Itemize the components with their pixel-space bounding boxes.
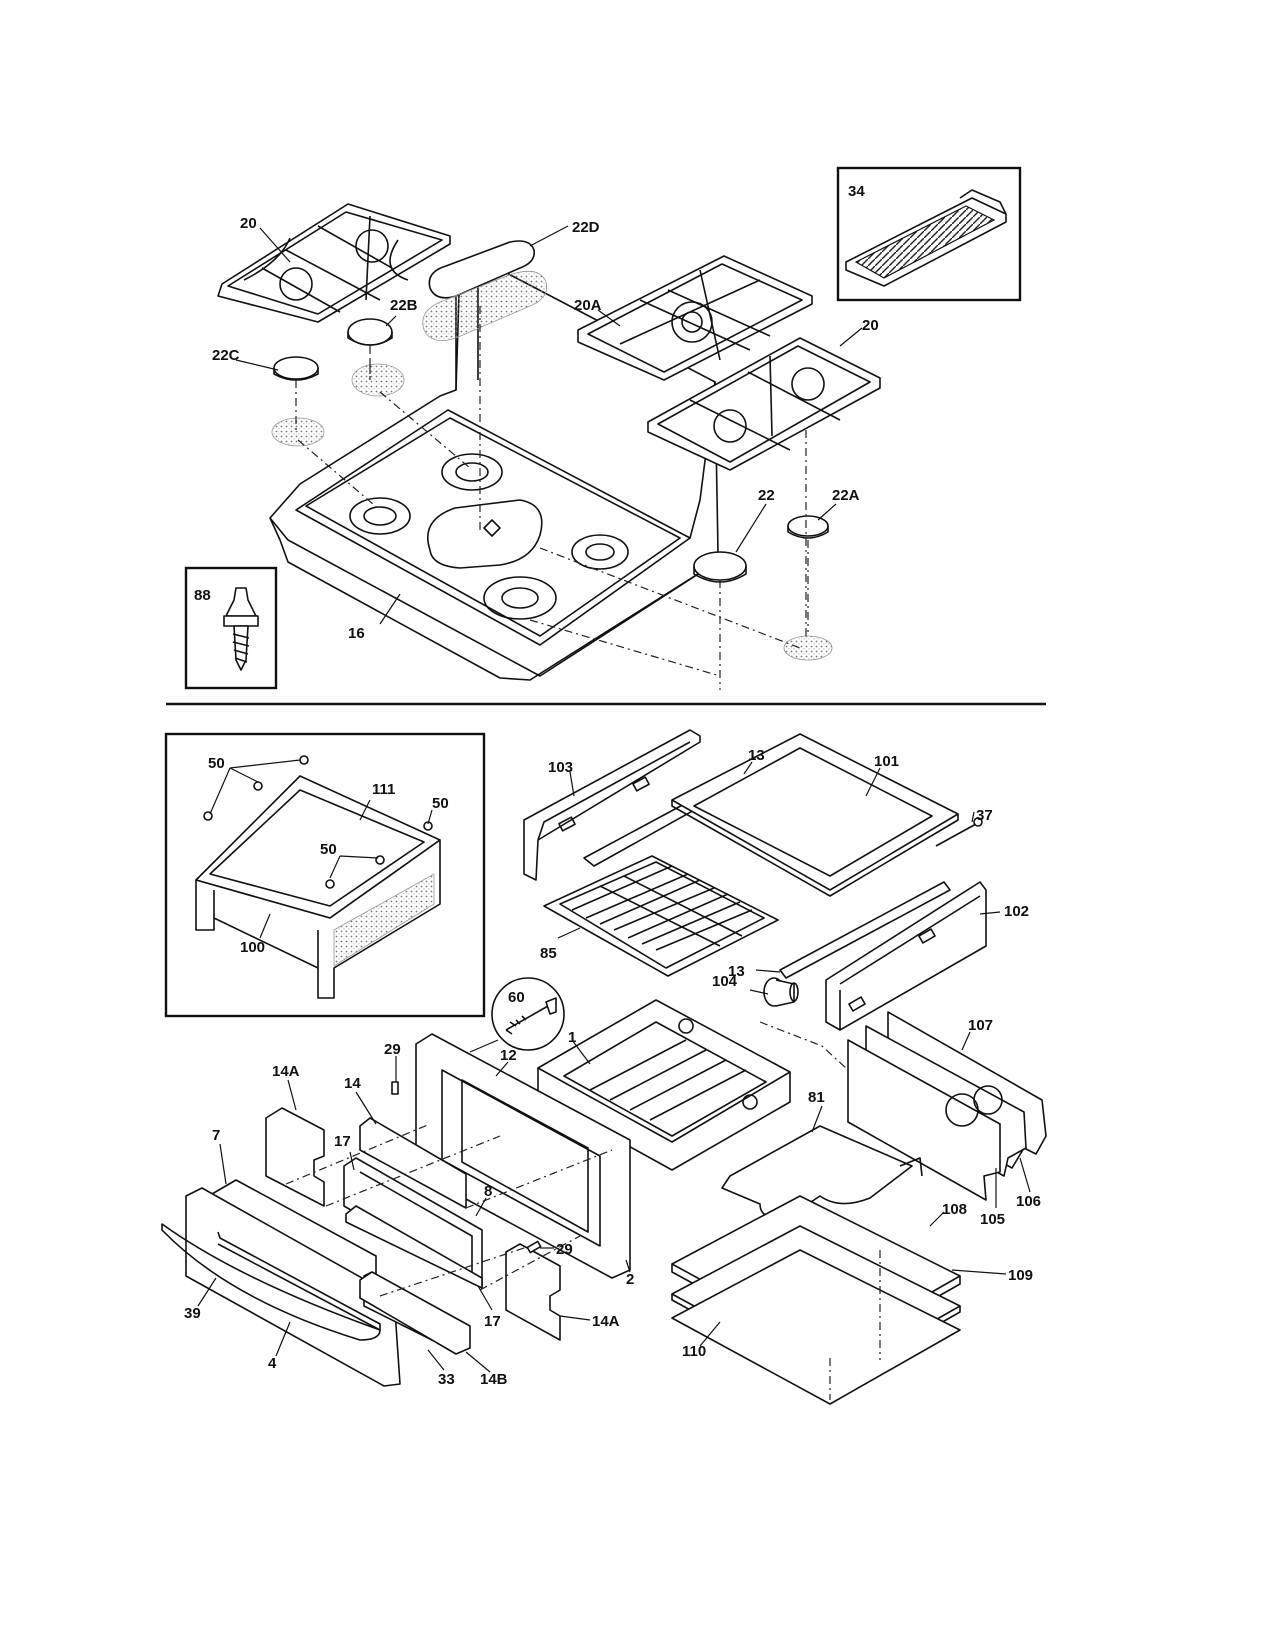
oven-rack-85 <box>543 855 779 977</box>
door-glass-8 <box>345 1205 483 1289</box>
label-20A: 20A <box>574 297 602 314</box>
label-22: 22 <box>758 487 775 504</box>
label-85: 85 <box>540 945 557 962</box>
screw-callout-60 <box>469 977 565 1053</box>
knob-104 <box>763 977 799 1007</box>
label-14A-upper: 14A <box>272 1063 300 1080</box>
label-50-right: 50 <box>432 795 449 812</box>
label-4: 4 <box>268 1355 277 1372</box>
screw-29-upper <box>391 1081 399 1095</box>
side-panel-103 <box>523 729 701 881</box>
label-1: 1 <box>568 1029 576 1046</box>
label-88: 88 <box>194 587 211 604</box>
grate-20A <box>577 255 813 381</box>
label-16: 16 <box>348 625 365 642</box>
label-17-lower: 17 <box>484 1313 501 1330</box>
label-22B: 22B <box>390 297 418 314</box>
label-110: 110 <box>682 1343 706 1360</box>
label-103: 103 <box>548 759 573 776</box>
door-insulation-14A-lower <box>505 1243 561 1341</box>
label-14A-lower: 14A <box>592 1313 620 1330</box>
label-104: 104 <box>712 973 738 990</box>
griddle-inset-34 <box>836 166 1022 302</box>
bake-element-81 <box>721 1125 923 1219</box>
burner-cap-22D <box>422 240 548 342</box>
label-60: 60 <box>508 989 525 1006</box>
label-22C: 22C <box>212 347 240 364</box>
label-8: 8 <box>484 1183 492 1200</box>
bottom-dash-lines <box>285 1021 881 1400</box>
burner-cap-22C <box>271 356 325 447</box>
label-7: 7 <box>212 1127 220 1144</box>
inset-warming-drawer-100 <box>164 732 486 1018</box>
label-102: 102 <box>1004 903 1029 920</box>
label-13-lower: 13 <box>728 963 745 980</box>
label-101: 101 <box>874 753 899 770</box>
label-33: 33 <box>438 1371 455 1388</box>
screw-inset-88 <box>184 566 278 690</box>
label-107: 107 <box>968 1017 993 1034</box>
label-108: 108 <box>942 1201 967 1218</box>
label-17-upper: 17 <box>334 1133 351 1150</box>
burner-cap-22B <box>347 318 405 397</box>
label-106: 106 <box>1016 1193 1041 1210</box>
label-22A: 22A <box>832 487 860 504</box>
door-insulation-14 <box>359 1117 467 1209</box>
oven-bottom-101 <box>671 733 959 897</box>
burner-cap-22 <box>693 551 747 583</box>
door-insulation-14A-upper <box>265 1107 325 1207</box>
label-50-top: 50 <box>208 755 225 772</box>
label-81: 81 <box>808 1089 825 1106</box>
label-111: 111 <box>372 781 395 798</box>
label-2: 2 <box>626 1271 634 1288</box>
label-37: 37 <box>976 807 993 824</box>
rack-slide-13-lower <box>779 881 951 979</box>
probe-37 <box>935 817 983 847</box>
label-29-lower: 29 <box>556 1241 573 1258</box>
label-14B: 14B <box>480 1371 508 1388</box>
label-34: 34 <box>848 183 865 200</box>
burner-cap-22A <box>783 515 833 661</box>
label-39: 39 <box>184 1305 201 1322</box>
label-109: 109 <box>1008 1267 1033 1284</box>
top-dash-lines <box>295 306 809 690</box>
label-12: 12 <box>500 1047 517 1064</box>
label-105: 105 <box>980 1211 1005 1228</box>
door-outer-4 <box>161 1187 401 1387</box>
label-50-center: 50 <box>320 841 337 858</box>
leader-lines <box>197 225 1031 1373</box>
door-liner-2 <box>415 1033 631 1279</box>
grate-20-right <box>647 337 881 471</box>
back-panels-105-107 <box>847 1011 1047 1201</box>
side-panel-102 <box>825 881 987 1031</box>
plates-108-110 <box>671 1195 961 1405</box>
grate-20-left <box>217 203 451 323</box>
part-labels: 20 22D 22B 22C 20A 20 34 22 22A 88 16 50… <box>184 183 1041 1388</box>
label-14: 14 <box>344 1075 361 1092</box>
label-13-upper: 13 <box>748 747 765 764</box>
label-29-upper: 29 <box>384 1041 401 1058</box>
door-insulation-14B <box>359 1271 471 1355</box>
label-22D: 22D <box>572 219 600 236</box>
label-20-right: 20 <box>862 317 879 334</box>
oven-cavity-1 <box>537 999 791 1171</box>
screw-29-lower <box>526 1240 542 1254</box>
label-100: 100 <box>240 939 265 956</box>
label-20-left: 20 <box>240 215 257 232</box>
